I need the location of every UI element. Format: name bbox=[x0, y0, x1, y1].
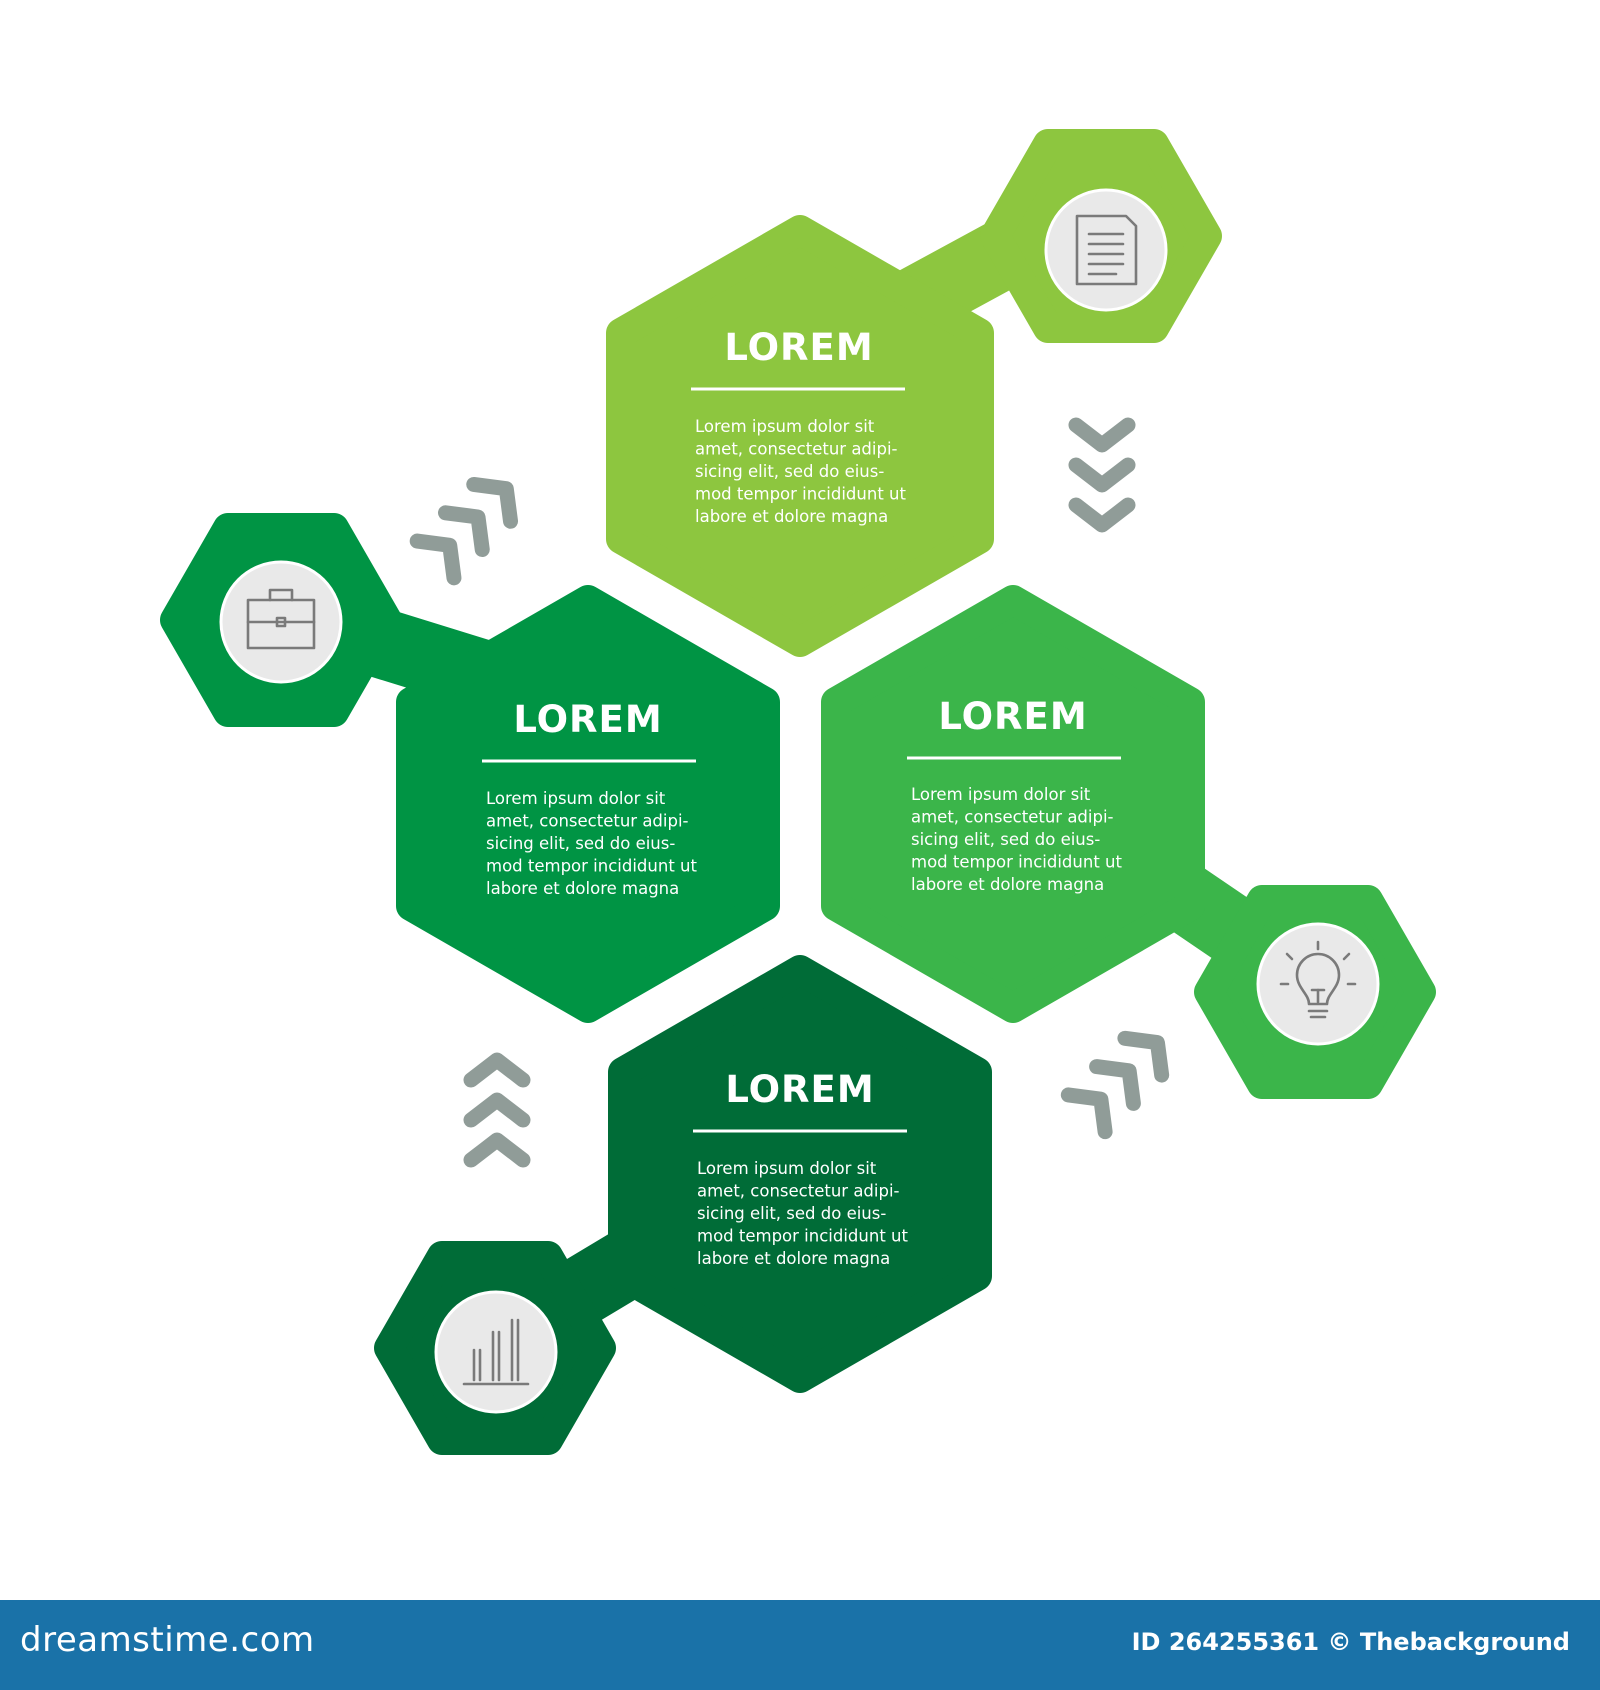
step-1-body-line-5: labore et dolore magna bbox=[695, 507, 888, 526]
step-2-title: LOREM bbox=[938, 695, 1087, 738]
briefcase-icon bbox=[246, 588, 316, 650]
step-3-body-line-2: amet, consectetur adipi- bbox=[697, 1182, 900, 1201]
step-1-title: LOREM bbox=[724, 326, 873, 369]
footer-bar: dreamstime.com ID 264255361 © Thebackgro… bbox=[0, 1600, 1600, 1690]
step-1-icon-circle bbox=[1044, 188, 1168, 312]
step-2-body-line-5: labore et dolore magna bbox=[911, 875, 1104, 894]
step-1-body-line-3: sicing elit, sed do eius- bbox=[695, 462, 884, 481]
step-4-body-line-5: labore et dolore magna bbox=[486, 879, 679, 898]
step-4-hexagon bbox=[396, 585, 780, 1023]
step-3-hexagon bbox=[608, 955, 992, 1393]
hexagon-cycle-diagram: LOREM Lorem ipsum dolor sit amet, consec… bbox=[160, 129, 1436, 1455]
step-2-hexagon bbox=[821, 585, 1205, 1023]
bar-chart-icon bbox=[462, 1318, 530, 1386]
step-1-body-line-2: amet, consectetur adipi- bbox=[695, 440, 898, 459]
step-4-title: LOREM bbox=[513, 698, 662, 741]
step-2-body-line-3: sicing elit, sed do eius- bbox=[911, 830, 1100, 849]
arrow-down bbox=[1068, 417, 1136, 533]
step-2-body: Lorem ipsum dolor sit amet, consectetur … bbox=[911, 785, 1127, 894]
document-icon bbox=[1075, 214, 1138, 286]
step-2-group: LOREM Lorem ipsum dolor sit amet, consec… bbox=[821, 585, 1436, 1099]
step-1-hexagon bbox=[606, 215, 994, 657]
step-4-body-line-2: amet, consectetur adipi- bbox=[486, 812, 689, 831]
step-2-body-line-4: mod tempor incididunt ut bbox=[911, 853, 1122, 872]
step-3-body-line-5: labore et dolore magna bbox=[697, 1249, 890, 1268]
step-1-body: Lorem ipsum dolor sit amet, consectetur … bbox=[695, 417, 911, 526]
arrow-up bbox=[463, 1052, 531, 1168]
step-3-body-line-4: mod tempor incididunt ut bbox=[697, 1227, 908, 1246]
step-4-body-line-4: mod tempor incididunt ut bbox=[486, 857, 697, 876]
step-2-body-line-1: Lorem ipsum dolor sit bbox=[911, 785, 1091, 804]
step-2-body-line-2: amet, consectetur adipi- bbox=[911, 808, 1114, 827]
step-1-body-line-1: Lorem ipsum dolor sit bbox=[695, 417, 875, 436]
step-1-group: LOREM Lorem ipsum dolor sit amet, consec… bbox=[606, 129, 1222, 657]
step-4-body-line-3: sicing elit, sed do eius- bbox=[486, 834, 675, 853]
arrow-up-right bbox=[409, 476, 519, 586]
step-3-title: LOREM bbox=[725, 1068, 874, 1111]
step-3-icon-circle bbox=[434, 1290, 558, 1414]
step-1-body-line-4: mod tempor incididunt ut bbox=[695, 485, 906, 504]
arrow-down-left bbox=[1060, 1030, 1170, 1140]
footer-credit: ID 264255361 © Thebackground bbox=[1131, 1628, 1570, 1656]
footer-brand[interactable]: dreamstime.com bbox=[20, 1620, 315, 1660]
step-4-body-line-1: Lorem ipsum dolor sit bbox=[486, 789, 666, 808]
lightbulb-icon bbox=[1279, 940, 1357, 1019]
step-4-group: LOREM Lorem ipsum dolor sit amet, consec… bbox=[160, 513, 780, 1023]
step-3-body-line-3: sicing elit, sed do eius- bbox=[697, 1204, 886, 1223]
step-3-body-line-1: Lorem ipsum dolor sit bbox=[697, 1159, 877, 1178]
step-3-group: LOREM Lorem ipsum dolor sit amet, consec… bbox=[374, 955, 992, 1455]
step-4-body: Lorem ipsum dolor sit amet, consectetur … bbox=[486, 789, 702, 898]
step-3-body: Lorem ipsum dolor sit amet, consectetur … bbox=[697, 1159, 913, 1268]
